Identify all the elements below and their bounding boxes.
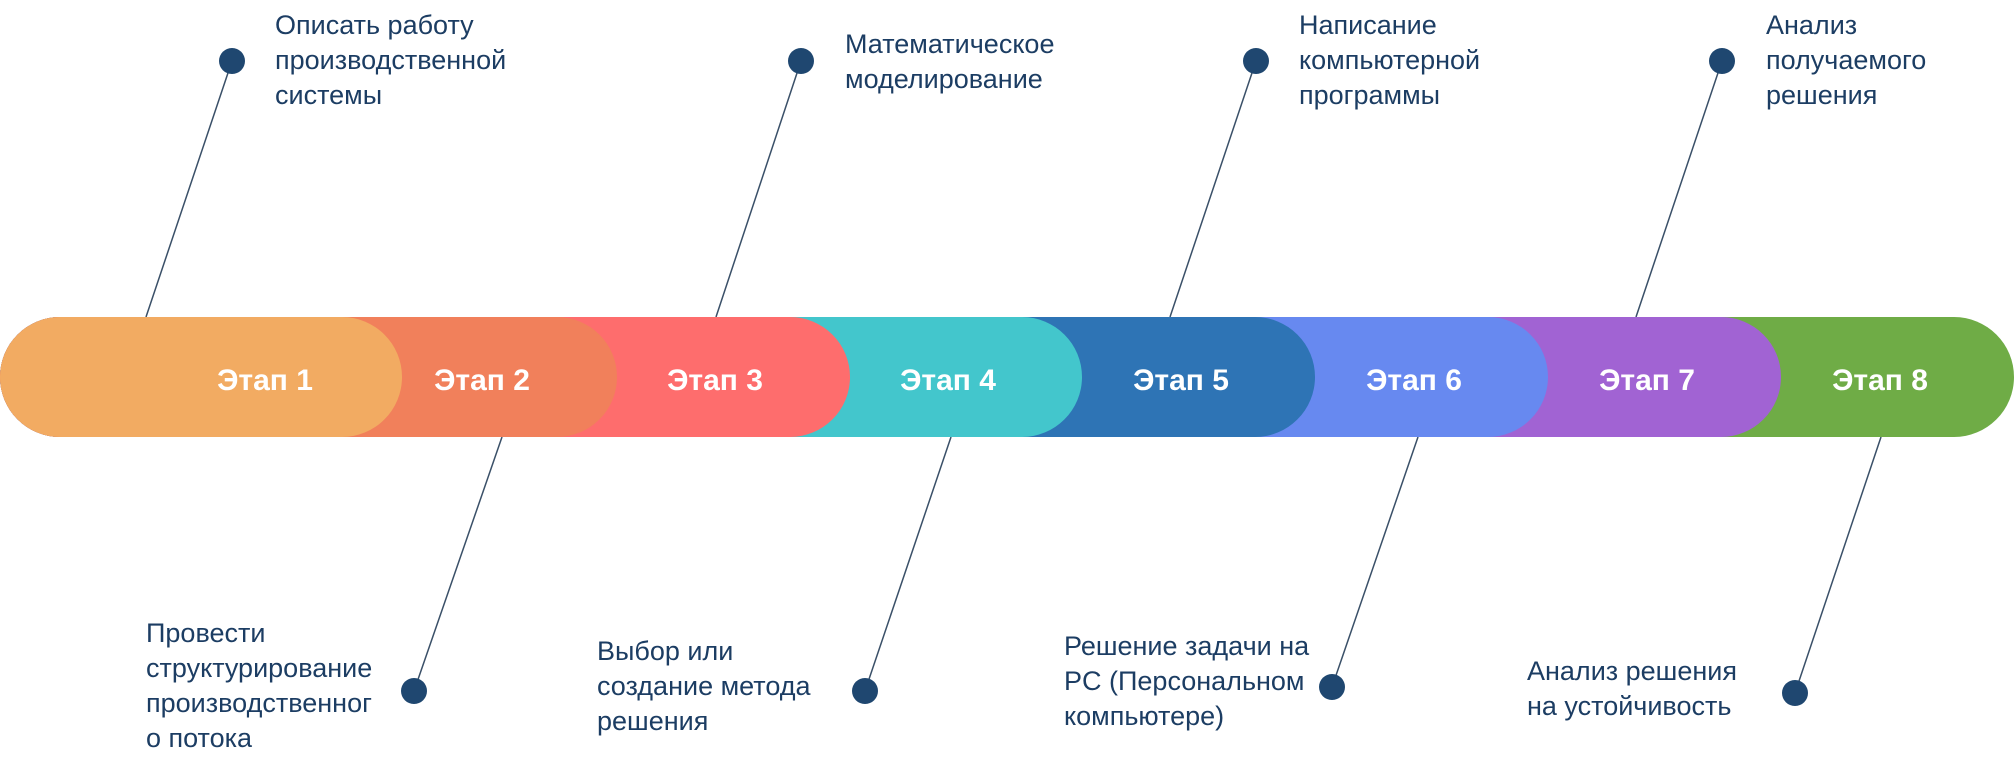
stage-2-label: Этап 2 <box>434 364 530 397</box>
stage-3-label: Этап 3 <box>667 364 763 397</box>
stage-1-label: Этап 1 <box>217 364 313 397</box>
stage-6-description: Решение задачи на PC (Персональном компь… <box>1064 631 1310 731</box>
stage-2-connector <box>413 436 503 692</box>
stage-7-connector <box>1635 60 1723 318</box>
stage-8-connector <box>1794 436 1882 694</box>
stage-segments: Этап 1 Этап 2 Этап 3 Этап 4 Этап 5 Этап 6 Этап… <box>0 317 2014 437</box>
stage-7-marker-dot <box>1709 48 1735 74</box>
stage-3-description: Математическое моделирование <box>845 29 1055 94</box>
stage-4-connector <box>864 436 952 692</box>
stage-1-marker-dot <box>219 48 245 74</box>
stage-7-description: Анализ получаемого решения <box>1766 10 1927 110</box>
stage-5-connector <box>1169 60 1257 318</box>
stage-6-marker-dot <box>1319 674 1345 700</box>
stage-8-marker-dot <box>1782 680 1808 706</box>
stage-4-label: Этап 4 <box>900 364 996 397</box>
stage-1-connector <box>145 60 233 318</box>
stage-1-description: Описать работу производственной системы <box>275 10 507 110</box>
stage-5-marker-dot <box>1243 48 1269 74</box>
stage-2-marker-dot <box>401 678 427 704</box>
connector-lines <box>145 60 1882 694</box>
stage-7-label: Этап 7 <box>1599 364 1695 397</box>
stage-6-connector <box>1331 436 1419 688</box>
stage-5-description: Написание компьютерной программы <box>1299 10 1481 110</box>
stage-8-label: Этап 8 <box>1832 364 1928 397</box>
stage-4-description: Выбор или создание метода решения <box>597 636 811 736</box>
stage-5-label: Этап 5 <box>1133 364 1229 397</box>
stage-1-segment <box>0 317 402 437</box>
stage-3-connector <box>715 60 802 318</box>
connector-markers <box>219 48 1808 706</box>
stage-2-description: Провести структурирование производственн… <box>146 618 373 753</box>
stage-3-marker-dot <box>788 48 814 74</box>
stage-8-description: Анализ решения на устойчивость <box>1527 656 1737 721</box>
stage-6-label: Этап 6 <box>1366 364 1462 397</box>
stage-4-marker-dot <box>852 678 878 704</box>
